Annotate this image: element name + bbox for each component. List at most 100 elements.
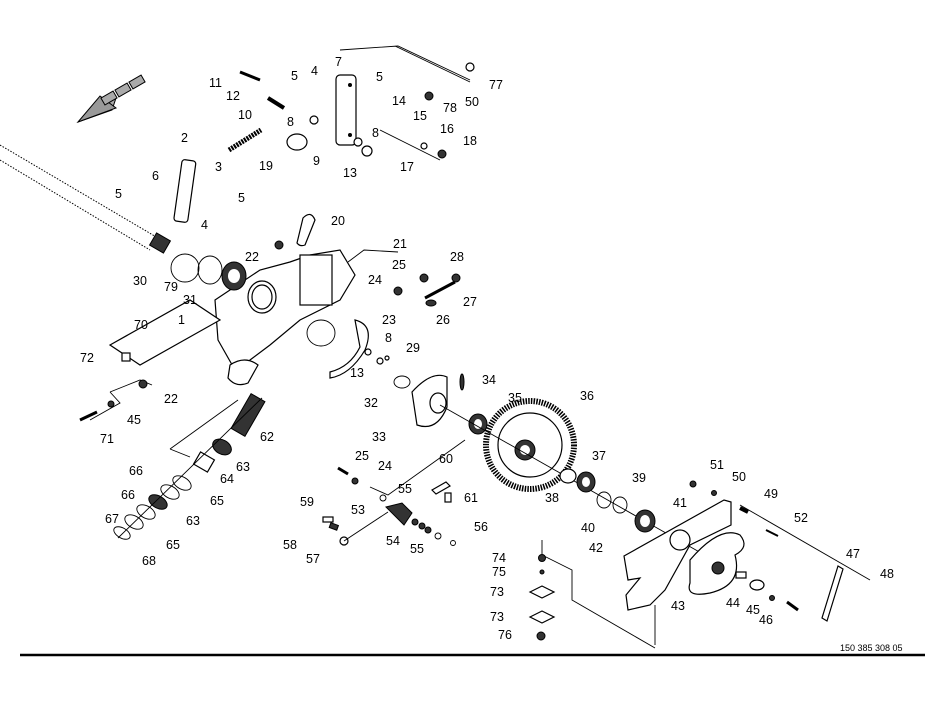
- part-label-33: 33: [372, 430, 386, 444]
- part-label-66: 66: [121, 488, 135, 502]
- part-label-10: 10: [238, 108, 252, 122]
- part-label-36: 36: [580, 389, 594, 403]
- part-label-28: 28: [450, 250, 464, 264]
- part-label-61: 61: [464, 491, 478, 505]
- part-label-59: 59: [300, 495, 314, 509]
- part-label-13: 13: [350, 366, 364, 380]
- side-plate-assembly: [528, 480, 871, 649]
- part-label-16: 16: [440, 122, 454, 136]
- part-label-48: 48: [880, 567, 894, 581]
- part-label-5: 5: [115, 187, 122, 201]
- part-label-47: 47: [846, 547, 860, 561]
- part-label-56: 56: [474, 520, 488, 534]
- part-label-2: 2: [181, 131, 188, 145]
- part-label-32: 32: [364, 396, 378, 410]
- drive-shaft: [0, 144, 172, 254]
- part-label-11: 11: [209, 76, 222, 90]
- part-label-53: 53: [351, 503, 365, 517]
- part-label-77: 77: [489, 78, 503, 92]
- part-label-5: 5: [291, 69, 298, 83]
- upper-linkage-parts: [173, 45, 475, 223]
- part-label-35: 35: [508, 391, 522, 405]
- part-label-75: 75: [492, 565, 506, 579]
- part-label-12: 12: [226, 89, 240, 103]
- part-label-52: 52: [794, 511, 808, 525]
- part-label-57: 57: [306, 552, 320, 566]
- part-label-15: 15: [413, 109, 427, 123]
- gearbox-housing: [108, 213, 399, 386]
- part-label-74: 74: [492, 551, 506, 565]
- part-label-49: 49: [764, 487, 778, 501]
- part-label-79: 79: [164, 280, 178, 294]
- part-label-14: 14: [392, 94, 406, 108]
- part-label-22: 22: [164, 392, 178, 406]
- part-label-23: 23: [382, 313, 396, 327]
- part-label-4: 4: [201, 218, 208, 232]
- part-label-7: 7: [335, 55, 342, 69]
- part-label-65: 65: [210, 494, 224, 508]
- part-label-41: 41: [673, 496, 687, 510]
- part-label-51: 51: [710, 458, 724, 472]
- part-label-17: 17: [400, 160, 414, 174]
- part-label-1: 1: [178, 313, 185, 327]
- part-label-27: 27: [463, 295, 477, 309]
- part-label-44: 44: [726, 596, 740, 610]
- part-label-5: 5: [238, 191, 245, 205]
- part-label-50: 50: [465, 95, 479, 109]
- tensioner-parts: [364, 273, 461, 365]
- part-label-30: 30: [133, 274, 147, 288]
- part-label-46: 46: [759, 613, 773, 627]
- part-label-8: 8: [287, 115, 294, 129]
- part-label-78: 78: [443, 101, 457, 115]
- part-label-45: 45: [746, 603, 760, 617]
- part-label-8: 8: [372, 126, 379, 140]
- part-label-72: 72: [80, 351, 94, 365]
- ring-gear-assembly: [393, 373, 741, 576]
- part-label-24: 24: [368, 273, 382, 287]
- document-number: 150 385 308 05: [840, 643, 903, 653]
- part-label-29: 29: [406, 341, 420, 355]
- part-label-45: 45: [127, 413, 141, 427]
- part-label-71: 71: [100, 432, 114, 446]
- part-label-63: 63: [236, 460, 250, 474]
- part-label-4: 4: [311, 64, 318, 78]
- part-label-8: 8: [385, 331, 392, 345]
- part-label-37: 37: [592, 449, 606, 463]
- part-label-25: 25: [355, 449, 369, 463]
- part-label-18: 18: [463, 134, 477, 148]
- part-label-67: 67: [105, 512, 119, 526]
- part-label-68: 68: [142, 554, 156, 568]
- direction-arrow-icon: [76, 74, 146, 124]
- part-label-24: 24: [378, 459, 392, 473]
- part-label-65: 65: [166, 538, 180, 552]
- part-label-42: 42: [589, 541, 603, 555]
- part-label-66: 66: [129, 464, 143, 478]
- part-label-60: 60: [439, 452, 453, 466]
- part-label-70: 70: [134, 318, 148, 332]
- part-label-73: 73: [490, 610, 504, 624]
- part-label-22: 22: [245, 250, 259, 264]
- part-label-63: 63: [186, 514, 200, 528]
- lever-linkage-parts: [322, 439, 466, 546]
- part-label-9: 9: [313, 154, 320, 168]
- part-label-25: 25: [392, 258, 406, 272]
- part-label-31: 31: [183, 293, 197, 307]
- part-label-43: 43: [671, 599, 685, 613]
- part-label-3: 3: [215, 160, 222, 174]
- part-label-21: 21: [393, 237, 407, 251]
- part-label-20: 20: [331, 214, 345, 228]
- pinion-shaft-stack: [79, 379, 266, 540]
- part-label-6: 6: [152, 169, 159, 183]
- part-label-73: 73: [490, 585, 504, 599]
- part-label-5: 5: [376, 70, 383, 84]
- part-label-50: 50: [732, 470, 746, 484]
- part-label-76: 76: [498, 628, 512, 642]
- part-label-19: 19: [259, 159, 273, 173]
- part-label-58: 58: [283, 538, 297, 552]
- part-label-54: 54: [386, 534, 400, 548]
- part-label-26: 26: [436, 313, 450, 327]
- part-label-62: 62: [260, 430, 274, 444]
